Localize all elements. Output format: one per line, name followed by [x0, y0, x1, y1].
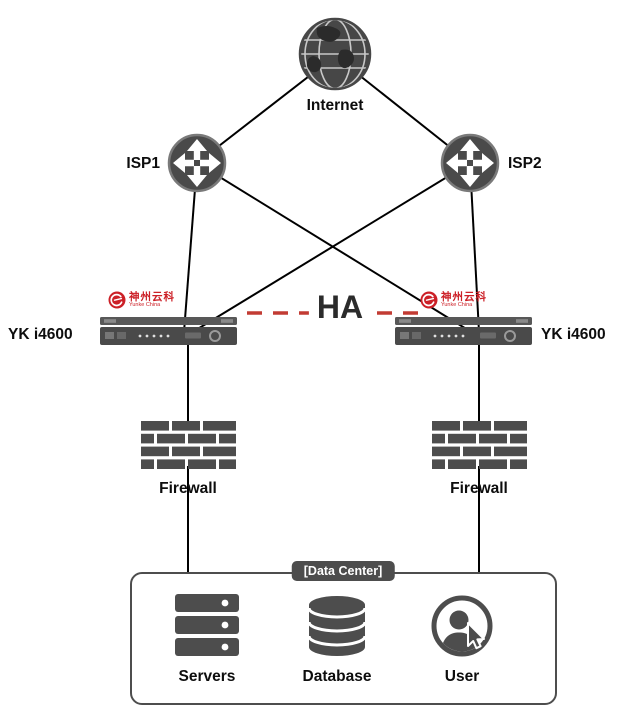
vendor-name-en: Yunke China	[129, 302, 161, 308]
user-label: User	[444, 668, 480, 685]
vendor-name-cn: 神州云科	[441, 290, 487, 303]
vendor-logo-right: 神州云科 Yunke China	[420, 291, 487, 309]
firewall-left-label: Firewall	[159, 480, 217, 497]
isp2-router-icon	[440, 133, 500, 193]
isp1-router-icon	[167, 133, 227, 193]
vendor-name-en: Yunke China	[441, 302, 473, 308]
internet-globe-icon	[297, 16, 373, 92]
servers-label: Servers	[178, 668, 236, 685]
servers-icon	[175, 594, 239, 656]
vendor-swirl-icon	[108, 291, 126, 309]
vendor-logo-left: 神州云科 Yunke China	[108, 291, 175, 309]
user-icon	[431, 595, 493, 657]
internet-label: Internet	[306, 97, 364, 114]
vendor-name-cn: 神州云科	[129, 290, 175, 303]
firewall-right-icon	[432, 421, 527, 469]
isp1-label: ISP1	[126, 155, 160, 172]
appliance-right-icon	[395, 317, 532, 347]
database-icon	[307, 596, 367, 656]
ha-label: HA	[308, 289, 372, 326]
firewall-left-icon	[141, 421, 236, 469]
datacenter-badge: [Data Center]	[291, 561, 395, 581]
appliance-right-label: YK i4600	[541, 326, 606, 343]
appliance-left-label: YK i4600	[8, 326, 73, 343]
firewall-right-label: Firewall	[450, 480, 508, 497]
appliance-left-icon	[100, 317, 237, 347]
isp2-label: ISP2	[508, 155, 542, 172]
vendor-swirl-icon	[420, 291, 438, 309]
database-label: Database	[302, 668, 372, 685]
